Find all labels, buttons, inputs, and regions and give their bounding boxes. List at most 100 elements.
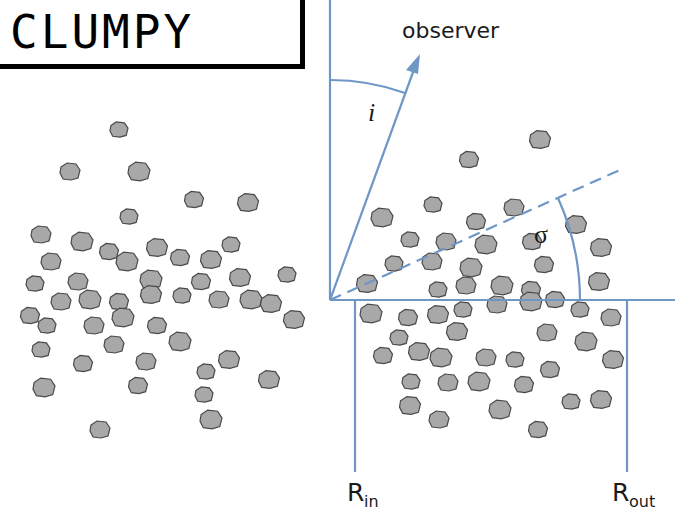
dust-clump <box>456 277 476 294</box>
dust-clump <box>575 332 597 351</box>
dust-clump <box>51 293 71 310</box>
dust-clump <box>487 296 507 313</box>
dust-clump <box>200 410 222 429</box>
dust-clump <box>491 276 513 295</box>
dust-clump <box>84 317 104 334</box>
dust-clump <box>541 361 560 377</box>
dust-clump <box>222 237 240 252</box>
dust-clump <box>591 391 612 409</box>
dust-clump <box>147 239 168 257</box>
dust-clump <box>201 251 222 269</box>
dust-clump <box>116 252 138 271</box>
dust-clump <box>476 349 496 366</box>
dust-clump <box>506 352 524 367</box>
dust-clump <box>31 226 51 243</box>
dust-clump <box>284 311 305 329</box>
dust-clump <box>195 387 213 402</box>
dust-clump <box>530 131 551 149</box>
dust-clump <box>74 355 93 371</box>
dust-clump <box>402 374 420 389</box>
dust-clump <box>79 290 101 309</box>
dust-clump <box>438 374 458 391</box>
dust-clump <box>71 232 93 251</box>
radius-subscript: out <box>629 494 655 510</box>
dust-clump <box>219 351 240 369</box>
radius-line <box>626 300 628 472</box>
dust-clump <box>562 394 580 409</box>
dust-clump <box>41 253 61 270</box>
radius-label: R <box>347 480 364 505</box>
dashed-line <box>330 169 622 300</box>
dust-clump <box>26 276 44 291</box>
dust-clump <box>460 258 482 277</box>
axis-line <box>329 0 331 300</box>
dust-clump <box>38 318 56 333</box>
dust-clump <box>515 376 534 392</box>
radius-subscript: in <box>364 494 379 510</box>
dust-clump <box>401 232 419 247</box>
dust-clump <box>209 291 229 308</box>
title-text: CLUMPY <box>10 9 194 55</box>
dust-clump <box>429 411 449 428</box>
dust-clump <box>197 364 215 379</box>
dust-clump <box>400 397 421 415</box>
arrow-head <box>406 54 420 74</box>
dust-clump <box>278 267 296 282</box>
dust-clump <box>240 290 262 309</box>
dust-clump <box>90 421 110 438</box>
dust-clump <box>192 273 211 289</box>
dust-clump <box>171 249 190 265</box>
dust-clump <box>454 302 472 317</box>
dust-clump <box>33 378 55 397</box>
dust-clump <box>100 243 119 259</box>
dust-clump <box>68 273 88 290</box>
dust-clump <box>589 273 610 291</box>
dust-clump <box>21 307 40 323</box>
dust-clump <box>238 194 259 212</box>
dust-clump <box>537 324 557 341</box>
dust-clump <box>112 308 134 327</box>
dust-clump <box>360 304 382 323</box>
dust-clump <box>141 286 162 304</box>
clump-group <box>21 122 624 438</box>
dust-clump <box>185 191 204 207</box>
dust-clump <box>32 342 50 357</box>
dust-clump <box>104 336 124 353</box>
dust-clump <box>261 295 282 313</box>
dust-clump <box>374 347 393 363</box>
dust-clump <box>428 306 449 324</box>
dust-clump <box>148 317 167 333</box>
dust-clump <box>169 332 191 351</box>
dust-clump <box>399 309 418 325</box>
dust-clump <box>535 256 554 272</box>
equator-line <box>330 299 675 301</box>
dust-clump <box>460 151 479 167</box>
dust-clump <box>603 351 624 369</box>
dust-clump <box>529 421 548 437</box>
dust-clump <box>591 239 612 257</box>
dust-clump <box>128 162 150 181</box>
dust-clump <box>259 371 280 389</box>
dust-clump <box>429 282 447 297</box>
dust-clump <box>230 269 251 287</box>
radius-label: R <box>612 480 629 505</box>
dust-clump <box>409 343 430 361</box>
dust-clump <box>110 122 128 137</box>
dust-clump <box>136 353 156 370</box>
dust-clump <box>371 208 393 227</box>
dust-clump <box>129 377 148 393</box>
dust-clump <box>60 163 80 180</box>
dust-clump <box>173 288 191 303</box>
angle-arc <box>330 80 405 93</box>
dust-clump <box>571 302 589 317</box>
dust-clump <box>468 372 490 391</box>
angle-label: σ <box>534 222 548 248</box>
observer-label: observer <box>402 20 499 42</box>
dust-clump <box>436 233 456 250</box>
dust-clump <box>390 330 408 345</box>
dust-clump <box>430 348 452 367</box>
dust-clump <box>475 235 497 254</box>
observer-arrow <box>330 64 416 300</box>
dust-clump <box>424 197 442 212</box>
dust-clump <box>601 309 621 326</box>
